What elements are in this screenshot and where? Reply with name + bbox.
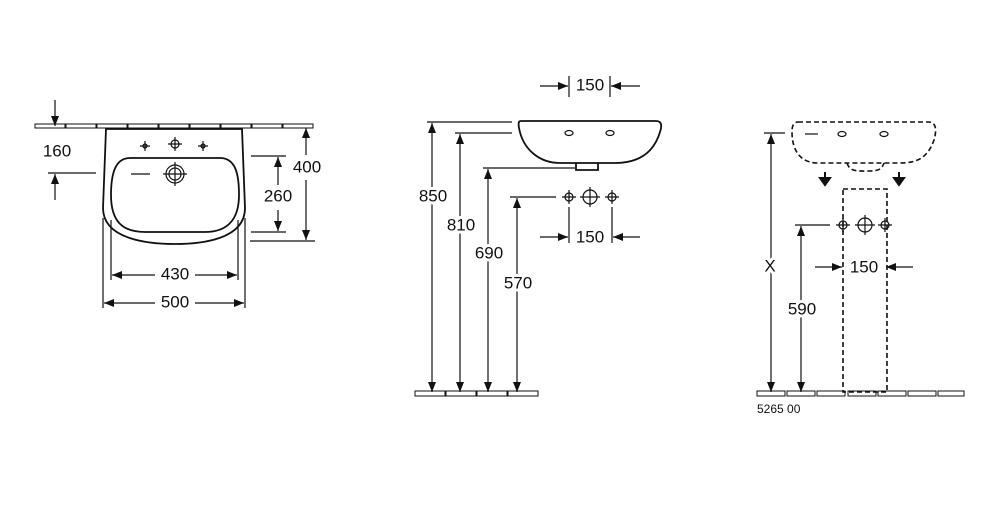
dim-850: 850	[419, 186, 447, 205]
dim-150-top: 150	[576, 75, 604, 94]
front-view: 160 400 260 430 500	[34, 100, 324, 314]
waste-connection-icon	[855, 215, 875, 235]
dim-150-pedestal: 150	[850, 257, 878, 276]
tap-hole-right-icon	[198, 141, 208, 151]
water-connection-left-icon	[561, 189, 577, 205]
tap-hole-left-icon	[140, 141, 150, 151]
dim-690: 690	[475, 243, 503, 262]
floor-tiles	[756, 390, 965, 397]
pedestal-dashed-outline	[842, 188, 888, 393]
pedestal-view: X 590 150 5265 00	[756, 121, 965, 416]
tap-hole-center-icon	[167, 136, 183, 152]
dim-590: 590	[788, 299, 816, 318]
bowl-outline	[110, 157, 240, 233]
dim-150-bottom: 150	[576, 227, 604, 246]
floor-tiles	[414, 390, 539, 397]
dim-x: X	[764, 256, 775, 275]
dim-810: 810	[447, 215, 475, 234]
dim-430: 430	[161, 264, 189, 283]
basin-dashed-outline	[791, 121, 937, 164]
dim-400: 400	[293, 157, 321, 176]
water-connection-right-icon	[604, 189, 620, 205]
dim-260: 260	[264, 186, 292, 205]
side-view: 150 850 810 690 570 150	[414, 72, 663, 397]
water-connection-left-icon	[835, 217, 851, 233]
arrow-down-right-icon	[892, 172, 906, 187]
dim-160: 160	[43, 141, 71, 160]
arrow-down-left-icon	[818, 172, 832, 187]
basin-side-outline	[517, 120, 663, 164]
dim-500: 500	[161, 292, 189, 311]
drain-icon	[163, 162, 187, 186]
article-number: 5265 00	[757, 402, 801, 416]
wall-tiles	[34, 123, 314, 129]
waste-connection-icon	[580, 187, 600, 207]
dim-570: 570	[504, 273, 532, 292]
water-connection-right-icon	[877, 217, 893, 233]
